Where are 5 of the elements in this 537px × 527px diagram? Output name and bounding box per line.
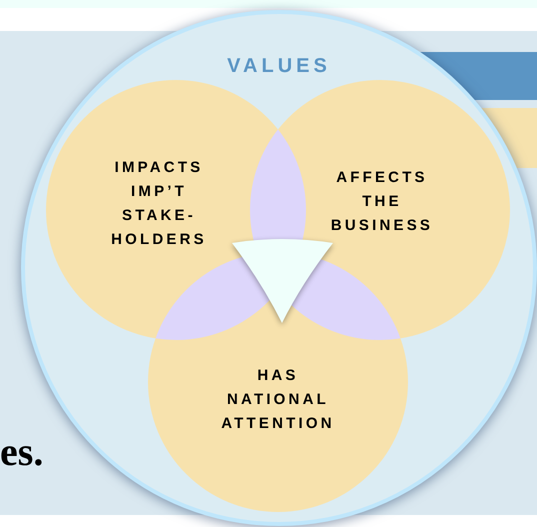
diagram-heading: VALUES xyxy=(226,54,332,78)
circle-label: AFFECTS THE BUSINESS xyxy=(330,168,434,236)
circle-label: IMPACTS IMP’T STAKE- HOLDERS xyxy=(110,158,208,250)
circle-label: HAS NATIONAL ATTENTION xyxy=(220,366,336,434)
text-fragment: es. xyxy=(0,428,44,475)
